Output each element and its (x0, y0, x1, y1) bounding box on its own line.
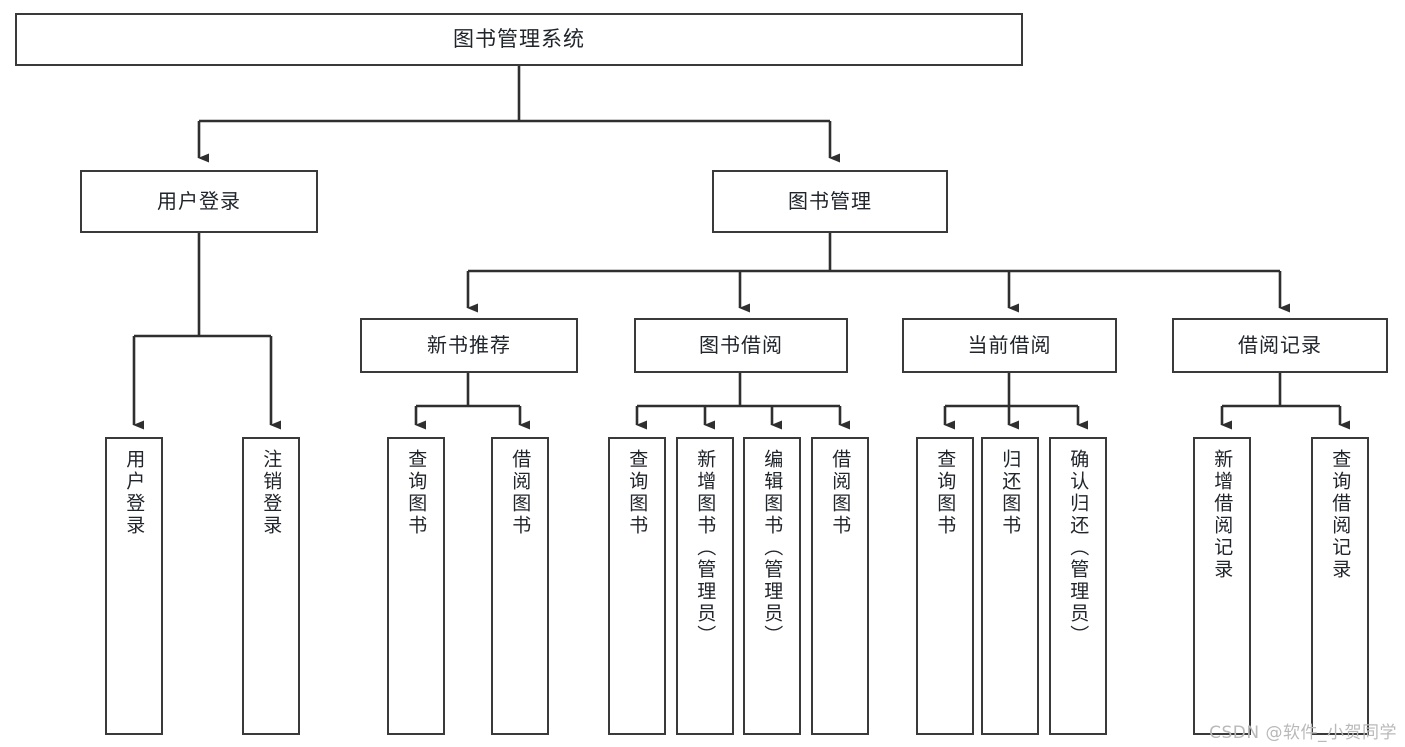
node-borrow-record[interactable]: 借阅记录 (1172, 318, 1388, 373)
leaf-borrow-edit-book-label: 编辑图书（管理员） (761, 449, 784, 647)
node-book-borrow[interactable]: 图书借阅 (634, 318, 848, 373)
leaf-borrow-edit-book[interactable]: 编辑图书（管理员） (743, 437, 801, 735)
leaf-user-login[interactable]: 用户登录 (105, 437, 163, 735)
leaf-borrow-borrow-book-label: 借阅图书 (829, 449, 852, 537)
leaf-logout-label: 注销登录 (260, 449, 283, 537)
node-root[interactable]: 图书管理系统 (15, 13, 1023, 66)
node-book-management-label: 图书管理 (788, 188, 872, 213)
node-book-borrow-label: 图书借阅 (699, 332, 783, 357)
node-borrow-record-label: 借阅记录 (1238, 332, 1322, 357)
node-new-book-recommend-label: 新书推荐 (427, 332, 511, 357)
leaf-newbook-borrow-book-label: 借阅图书 (509, 449, 532, 537)
leaf-record-add[interactable]: 新增借阅记录 (1193, 437, 1251, 735)
leaf-logout[interactable]: 注销登录 (242, 437, 300, 735)
leaf-current-query-book[interactable]: 查询图书 (916, 437, 974, 735)
leaf-borrow-add-book[interactable]: 新增图书（管理员） (676, 437, 734, 735)
node-current-borrow[interactable]: 当前借阅 (902, 318, 1117, 373)
leaf-current-return-book-label: 归还图书 (999, 449, 1022, 537)
leaf-current-return-book[interactable]: 归还图书 (981, 437, 1039, 735)
leaf-record-query[interactable]: 查询借阅记录 (1311, 437, 1369, 735)
leaf-borrow-query-book[interactable]: 查询图书 (608, 437, 666, 735)
node-current-borrow-label: 当前借阅 (967, 332, 1052, 357)
leaf-borrow-add-book-label: 新增图书（管理员） (694, 449, 717, 647)
leaf-current-confirm-return[interactable]: 确认归还（管理员） (1049, 437, 1107, 735)
leaf-current-confirm-return-label: 确认归还（管理员） (1067, 449, 1090, 647)
leaf-borrow-borrow-book[interactable]: 借阅图书 (811, 437, 869, 735)
node-user-login[interactable]: 用户登录 (80, 170, 318, 233)
leaf-borrow-query-book-label: 查询图书 (626, 449, 649, 537)
leaf-current-query-book-label: 查询图书 (934, 449, 957, 537)
csdn-watermark: CSDN @软件_小贺同学 (1209, 723, 1397, 743)
node-user-login-label: 用户登录 (157, 188, 241, 213)
node-root-label: 图书管理系统 (453, 27, 585, 52)
node-book-management[interactable]: 图书管理 (712, 170, 948, 233)
leaf-newbook-query-book[interactable]: 查询图书 (387, 437, 445, 735)
leaf-record-query-label: 查询借阅记录 (1329, 449, 1352, 581)
leaf-record-add-label: 新增借阅记录 (1211, 449, 1234, 581)
leaf-user-login-label: 用户登录 (123, 449, 146, 537)
node-new-book-recommend[interactable]: 新书推荐 (360, 318, 578, 373)
leaf-newbook-query-book-label: 查询图书 (405, 449, 428, 537)
leaf-newbook-borrow-book[interactable]: 借阅图书 (491, 437, 549, 735)
